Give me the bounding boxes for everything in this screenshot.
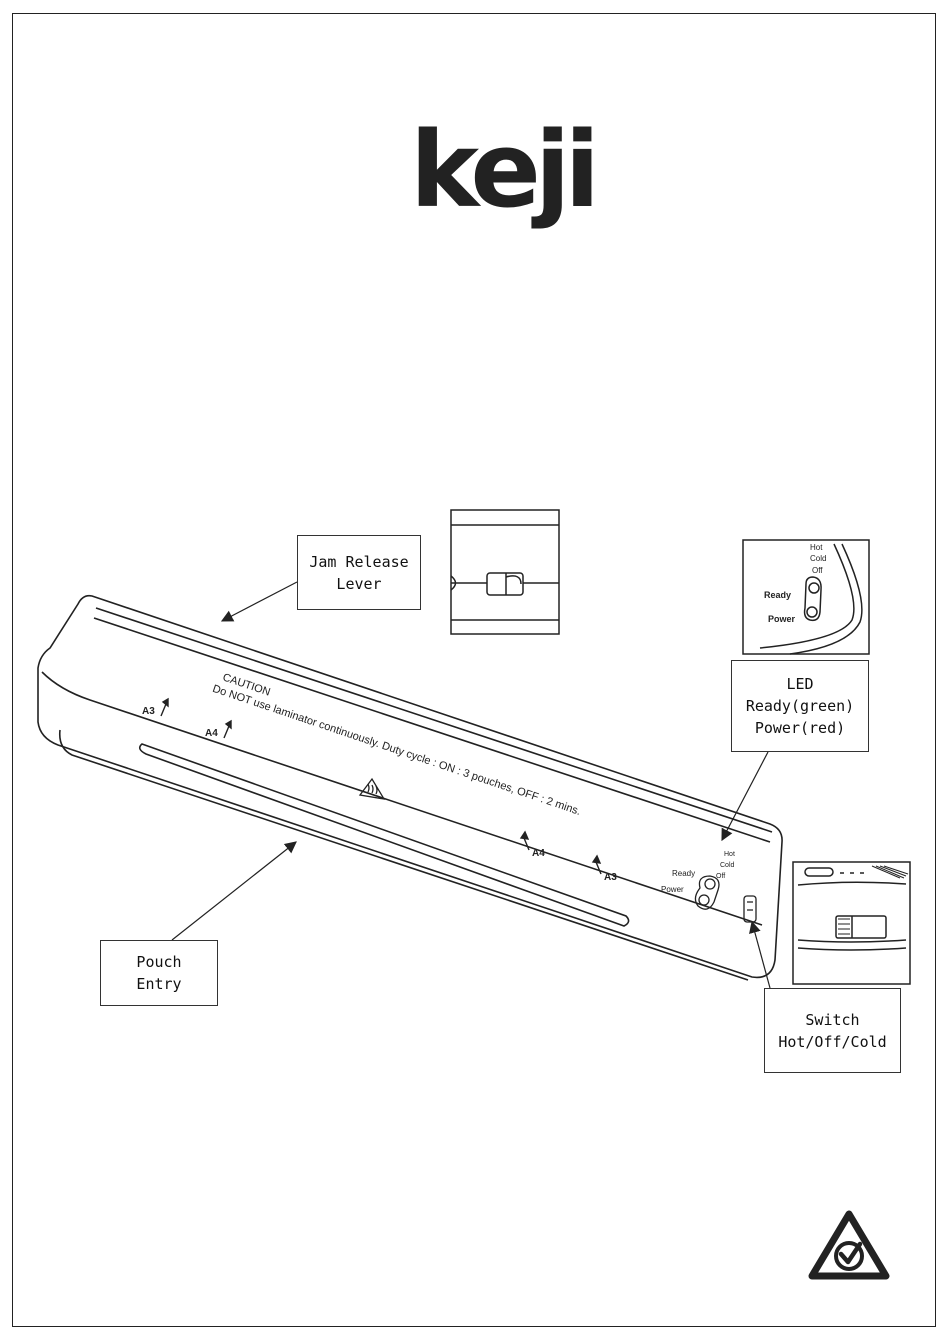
callout-jam-release: Jam Release Lever [297,535,421,610]
size-mark-a4-left: A4 [205,728,218,739]
callout-switch-line2: Hot/Off/Cold [778,1031,886,1053]
callout-switch-line1: Switch [805,1009,859,1031]
inset-led-power: Power [768,614,796,624]
arrow-jam-release [222,582,297,621]
callout-jam-release-line2: Lever [336,573,381,595]
callout-pouch-entry: Pouch Entry [100,940,218,1006]
arrow-pouch-entry [172,842,296,940]
laminator-body [38,596,782,980]
callout-switch: Switch Hot/Off/Cold [764,988,901,1073]
device-led-ready: Ready [672,869,695,878]
inset-led-panel [743,540,869,654]
rcm-compliance-mark-icon [808,1210,890,1282]
size-mark-a3-right: A3 [604,872,617,883]
size-mark-a3-left: A3 [142,706,155,717]
inset-jam-release [451,510,559,634]
device-led-power: Power [661,885,684,894]
callout-led-line3: Power(red) [755,717,845,739]
callout-pouch-entry-line2: Entry [136,973,181,995]
inset-side-switch [793,862,910,984]
device-switch-hot: Hot [724,851,735,858]
inset-switch-hot: Hot [810,543,823,552]
callout-led-line1: LED [786,673,813,695]
inset-switch-off: Off [812,566,823,575]
inset-led-ready: Ready [764,590,791,600]
callout-led: LED Ready(green) Power(red) [731,660,869,752]
callout-led-line2: Ready(green) [746,695,854,717]
size-mark-a4-right: A4 [532,848,545,859]
callout-jam-release-line1: Jam Release [309,551,408,573]
device-switch-cold: Cold [720,862,735,869]
inset-switch-cold: Cold [810,554,826,563]
callout-pouch-entry-line1: Pouch [136,951,181,973]
